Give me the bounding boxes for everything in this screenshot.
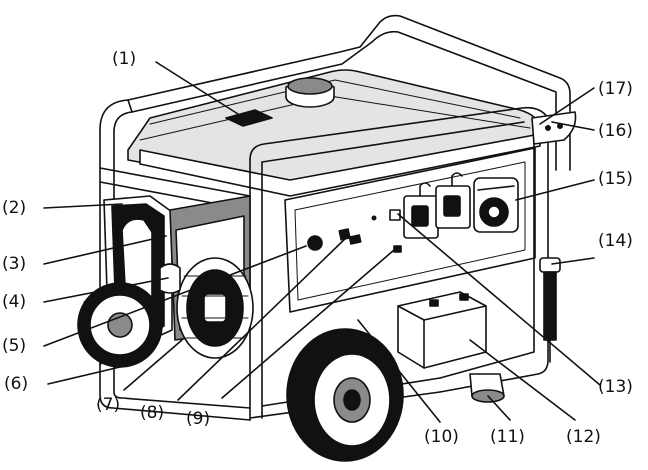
label-7: (7) <box>96 395 120 415</box>
label-1: (1) <box>112 49 136 69</box>
label-12: (12) <box>566 427 601 447</box>
muffler-bracket <box>531 111 577 145</box>
label-10: (10) <box>424 427 459 447</box>
frame-rear <box>99 14 571 421</box>
callout-labels: (1) (2) (3) (4) (5) (6) (7) (8) (9) (10)… <box>2 49 633 447</box>
label-2: (2) <box>2 198 26 218</box>
ground-terminal <box>393 245 402 253</box>
wheel-front <box>286 328 404 462</box>
label-8: (8) <box>140 403 164 423</box>
label-6: (6) <box>4 374 28 394</box>
label-13: (13) <box>598 377 633 397</box>
control-panel <box>284 147 536 313</box>
fuel-gauge <box>225 109 273 127</box>
leader-lines <box>43 61 601 423</box>
industrial-socket <box>473 177 519 233</box>
label-5: (5) <box>2 336 26 356</box>
support-foot <box>469 373 505 403</box>
label-16: (16) <box>598 121 633 141</box>
label-14: (14) <box>598 231 633 251</box>
label-3: (3) <box>2 254 26 274</box>
starter-handle <box>159 263 181 294</box>
label-17: (17) <box>598 79 633 99</box>
label-4: (4) <box>2 292 26 312</box>
fuel-tank <box>127 69 541 197</box>
battery <box>397 291 487 369</box>
label-15: (15) <box>598 169 633 189</box>
ac-outlets <box>403 172 471 239</box>
dc-outlet <box>338 228 351 241</box>
engine <box>159 195 254 359</box>
label-11: (11) <box>490 427 525 447</box>
handle <box>539 257 561 363</box>
wheel-rear <box>77 282 163 368</box>
circuit-breaker <box>307 235 323 251</box>
label-9: (9) <box>186 409 210 429</box>
